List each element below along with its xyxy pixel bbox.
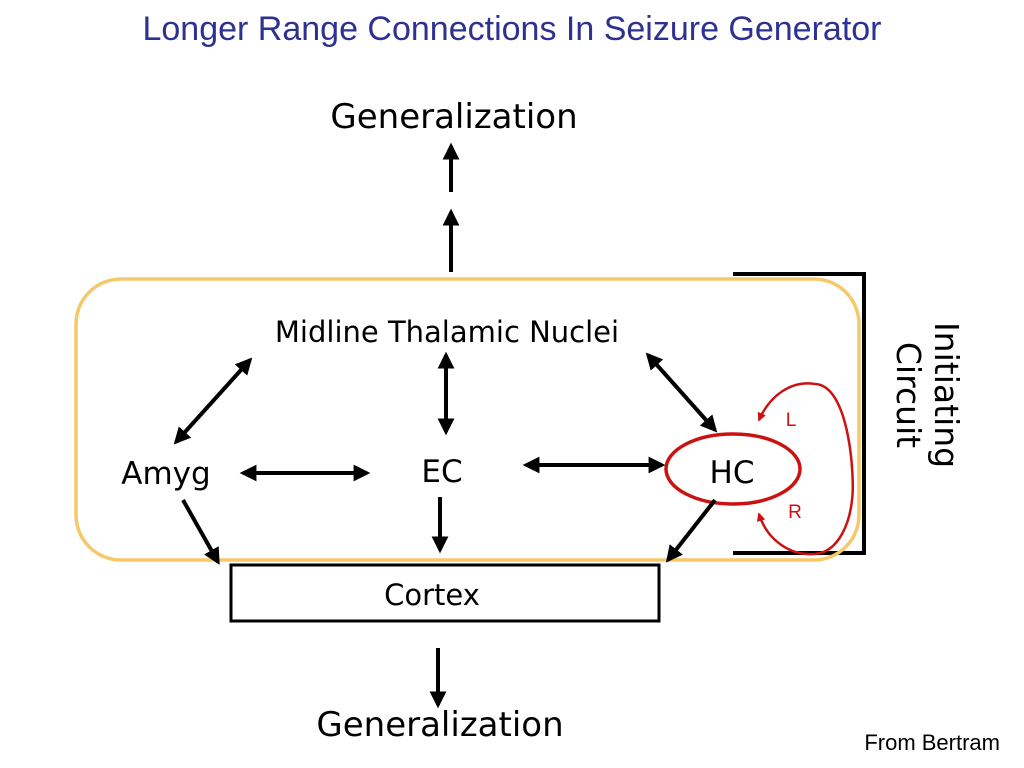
arrow-thalamus-amyg — [173, 357, 253, 445]
initiating-circuit-line2: Circuit — [889, 342, 928, 448]
hc-loop-right-arrow — [756, 512, 816, 556]
generalization-bottom-label: Generalization — [316, 705, 563, 745]
midline-thalamic-nuclei-label: Midline Thalamic Nuclei — [275, 315, 619, 349]
hc-recurrent-loop — [814, 382, 854, 556]
slide-title: Longer Range Connections In Seizure Gene… — [142, 10, 882, 48]
generator-box — [74, 277, 861, 562]
arrow-hc-cortex — [665, 498, 717, 563]
loop-right-label: R — [788, 502, 802, 523]
initiating-circuit-line1: Initiating — [927, 322, 966, 468]
arrow-thalamus-hc — [645, 352, 718, 433]
arrow-amyg-cortex — [181, 499, 220, 565]
attribution: From Bertram — [864, 730, 1000, 755]
cortex-box — [229, 563, 661, 623]
cortex-label: Cortex — [384, 578, 480, 612]
hc-loop-left-arrow — [757, 382, 816, 422]
generalization-top-label: Generalization — [330, 97, 577, 137]
hc-ellipse — [664, 432, 802, 506]
hc-label: HC — [710, 455, 755, 491]
amyg-label: Amyg — [121, 456, 210, 492]
loop-left-label: L — [786, 410, 797, 431]
ec-label: EC — [421, 454, 462, 490]
